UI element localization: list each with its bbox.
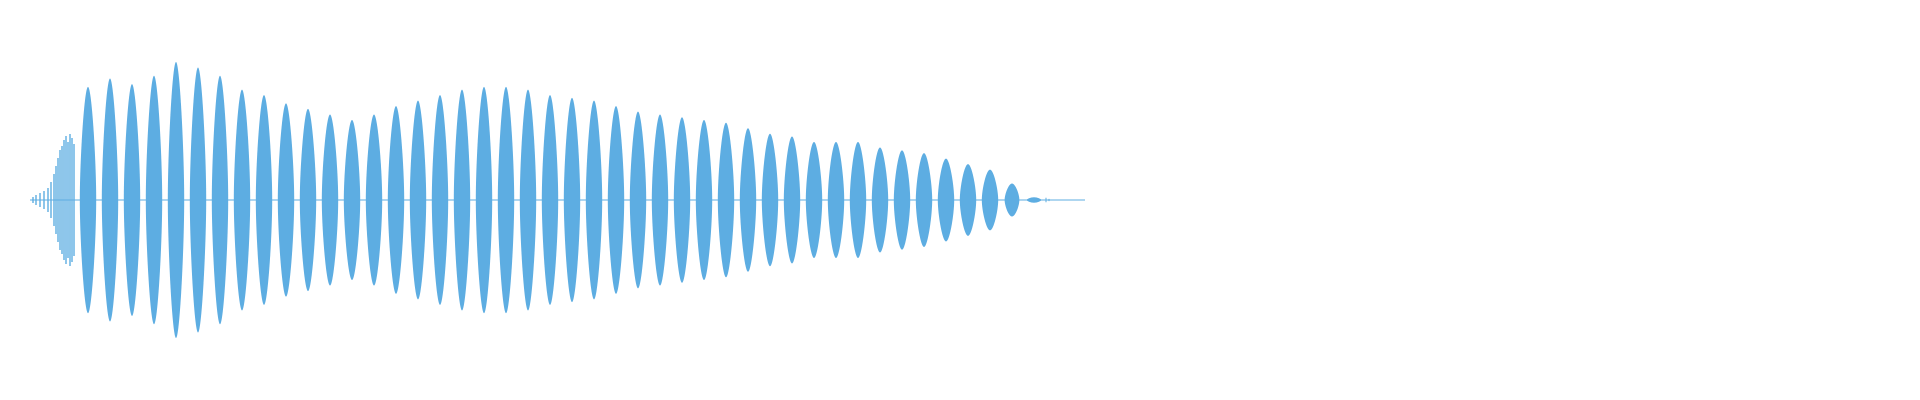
waveform-pulse	[937, 158, 955, 242]
waveform-pulse	[519, 89, 537, 311]
waveform-pulse	[893, 150, 911, 250]
waveform-pulse	[79, 86, 97, 314]
waveform-pulse	[497, 86, 515, 314]
waveform-pulses	[79, 62, 1042, 338]
waveform-pulse	[673, 117, 691, 283]
waveform-pulse	[871, 147, 889, 253]
waveform-pulse	[959, 164, 977, 236]
waveform-pulse	[563, 97, 581, 303]
waveform-pulse	[739, 128, 757, 272]
waveform-pulse	[981, 169, 999, 231]
waveform-pulse	[651, 114, 669, 286]
waveform-pulse	[453, 89, 471, 311]
waveform-pulse	[1026, 197, 1042, 203]
waveform-pulse	[255, 95, 273, 305]
waveform-pulse	[1004, 183, 1020, 217]
waveform-pulse	[849, 142, 867, 258]
waveform-pulse	[717, 122, 735, 278]
waveform-pulse	[629, 111, 647, 289]
waveform-pulse	[233, 89, 251, 311]
waveform-pulse	[167, 62, 185, 338]
waveform-pulse	[431, 95, 449, 305]
waveform-pulse	[299, 108, 317, 292]
waveform-pulse	[145, 75, 163, 325]
waveform-pulse	[805, 142, 823, 258]
waveform-pulse	[101, 78, 119, 322]
waveform-pulse	[827, 142, 845, 258]
waveform-pulse	[761, 133, 779, 267]
waveform-pulse	[343, 119, 361, 281]
waveform-pulse	[211, 75, 229, 325]
waveform-pulse	[541, 95, 559, 305]
waveform-pulse	[387, 106, 405, 294]
waveform-pulse	[607, 106, 625, 294]
waveform-pulse	[695, 119, 713, 281]
waveform-pulse	[585, 100, 603, 300]
waveform-pulse	[475, 86, 493, 314]
waveform-pulse	[189, 67, 207, 333]
waveform-pulse	[123, 84, 141, 316]
waveform-pulse	[783, 136, 801, 264]
waveform-pulse	[321, 114, 339, 286]
waveform-pulse	[277, 103, 295, 297]
waveform-pulse	[365, 114, 383, 286]
waveform-onset-noise	[32, 134, 1050, 266]
waveform-pulse	[915, 153, 933, 247]
waveform-pulse	[409, 100, 427, 300]
